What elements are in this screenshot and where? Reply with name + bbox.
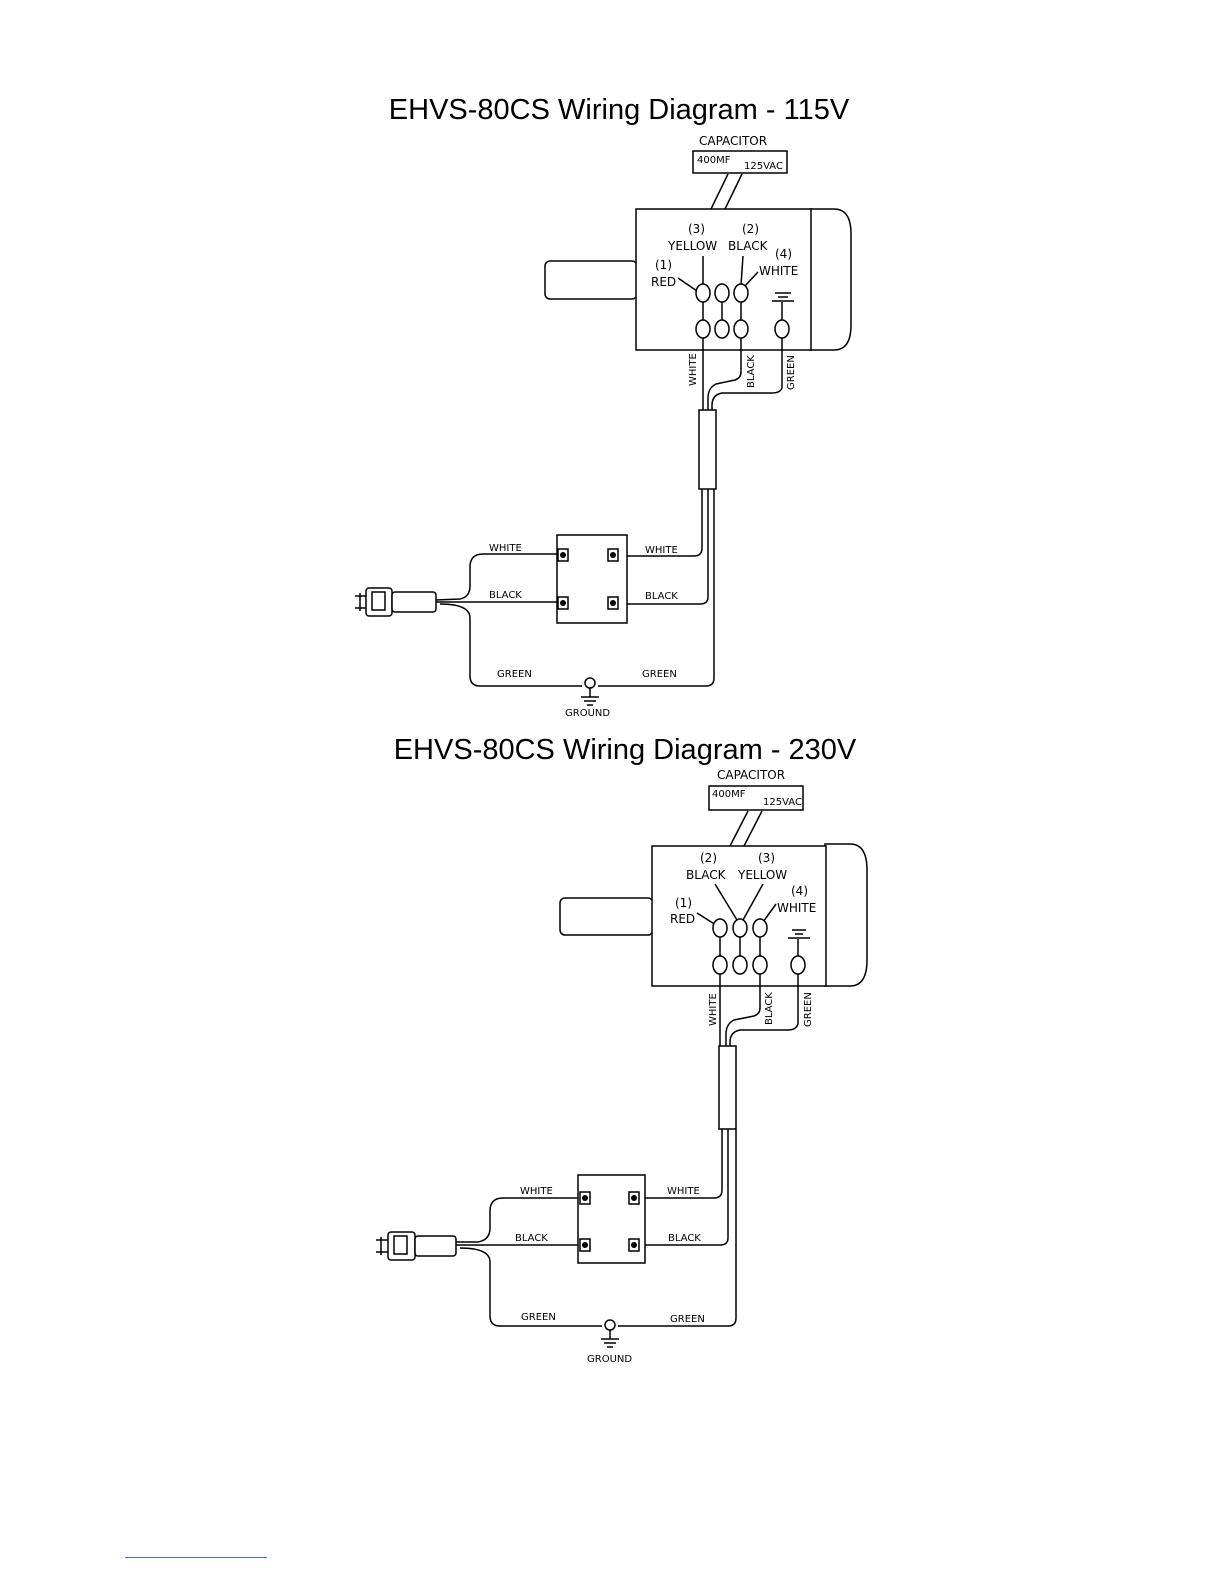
switch-wiring: WHITE BLACK WHITE BLACK bbox=[435, 489, 715, 687]
capacitor-label: CAPACITOR bbox=[717, 768, 785, 782]
ground-green-left-label: GREEN bbox=[497, 669, 532, 680]
terminal-3-number: (3) bbox=[758, 851, 775, 865]
wiring-diagram-115v: CAPACITOR 400MF 125VAC (3) YELLOW (2) BL… bbox=[355, 134, 852, 719]
motor-end-cap bbox=[824, 843, 868, 987]
ground-point: GREEN GREEN GROUND bbox=[497, 669, 677, 719]
switch-in-black-label: BLACK bbox=[515, 1233, 548, 1244]
terminal-2-color: BLACK bbox=[728, 239, 769, 253]
terminal-posts bbox=[677, 255, 794, 339]
motor-end-cap bbox=[809, 208, 852, 351]
terminal-2-number: (2) bbox=[742, 222, 759, 236]
capacitor-rating-mf: 400MF bbox=[712, 789, 746, 800]
capacitor: CAPACITOR 400MF 125VAC bbox=[708, 768, 804, 847]
switch-in-white-label: WHITE bbox=[520, 1186, 553, 1197]
lead-black-label: BLACK bbox=[746, 355, 757, 388]
ground-green-right-label: GREEN bbox=[642, 669, 677, 680]
capacitor: CAPACITOR 400MF 125VAC bbox=[692, 134, 788, 210]
capacitor-rating-mf: 400MF bbox=[697, 155, 731, 166]
power-plug bbox=[355, 587, 437, 617]
power-cable bbox=[718, 1045, 737, 1130]
terminal-posts bbox=[696, 883, 810, 975]
footer-rule bbox=[125, 1557, 267, 1558]
terminal-4-color: WHITE bbox=[759, 264, 798, 278]
wiring-diagram-230v: CAPACITOR 400MF 125VAC (2) BLACK (3) YEL… bbox=[376, 768, 868, 1365]
ground-green-left-label: GREEN bbox=[521, 1312, 556, 1323]
lead-white-label: WHITE bbox=[708, 993, 719, 1026]
motor-shaft bbox=[559, 897, 654, 936]
terminal-3-number: (3) bbox=[688, 222, 705, 236]
lead-green-label: GREEN bbox=[786, 355, 797, 390]
diagram-title-230v: EHVS-80CS Wiring Diagram - 230V bbox=[393, 734, 857, 766]
switch-out-white-label: WHITE bbox=[645, 545, 678, 556]
lead-green-label: GREEN bbox=[803, 992, 814, 1027]
diagram-title-115v: EHVS-80CS Wiring Diagram - 115V bbox=[388, 94, 850, 126]
ground-green-right-label: GREEN bbox=[670, 1314, 705, 1325]
terminal-2-number: (2) bbox=[700, 851, 717, 865]
capacitor-label: CAPACITOR bbox=[699, 134, 767, 148]
terminal-4-color: WHITE bbox=[777, 901, 816, 915]
switch-in-white-label: WHITE bbox=[489, 543, 522, 554]
capacitor-rating-vac: 125VAC bbox=[763, 797, 802, 808]
switch-wiring: WHITE BLACK WHITE BLACK bbox=[456, 1129, 737, 1327]
terminal-1-color: RED bbox=[651, 275, 676, 289]
switch-out-white-label: WHITE bbox=[667, 1186, 700, 1197]
terminal-1-color: RED bbox=[670, 912, 695, 926]
ground-label: GROUND bbox=[565, 708, 610, 719]
power-plug bbox=[376, 1231, 457, 1261]
terminal-3-color: YELLOW bbox=[737, 868, 787, 882]
terminal-2-color: BLACK bbox=[686, 868, 727, 882]
switch-in-black-label: BLACK bbox=[489, 590, 522, 601]
ground-point: GREEN GREEN GROUND bbox=[521, 1312, 705, 1365]
switch-out-black-label: BLACK bbox=[645, 591, 678, 602]
terminal-4-number: (4) bbox=[775, 247, 792, 261]
terminal-3-color: YELLOW bbox=[667, 239, 717, 253]
terminal-4-number: (4) bbox=[791, 884, 808, 898]
lead-black-label: BLACK bbox=[764, 992, 775, 1025]
motor-leads: WHITE BLACK GREEN bbox=[708, 974, 814, 1046]
terminal-1-number: (1) bbox=[655, 258, 672, 272]
capacitor-rating-vac: 125VAC bbox=[744, 161, 783, 172]
ground-label: GROUND bbox=[587, 1354, 632, 1365]
terminal-1-number: (1) bbox=[675, 896, 692, 910]
lead-white-label: WHITE bbox=[688, 353, 699, 386]
switch-out-black-label: BLACK bbox=[668, 1233, 701, 1244]
motor-leads: WHITE BLACK GREEN bbox=[688, 338, 797, 410]
